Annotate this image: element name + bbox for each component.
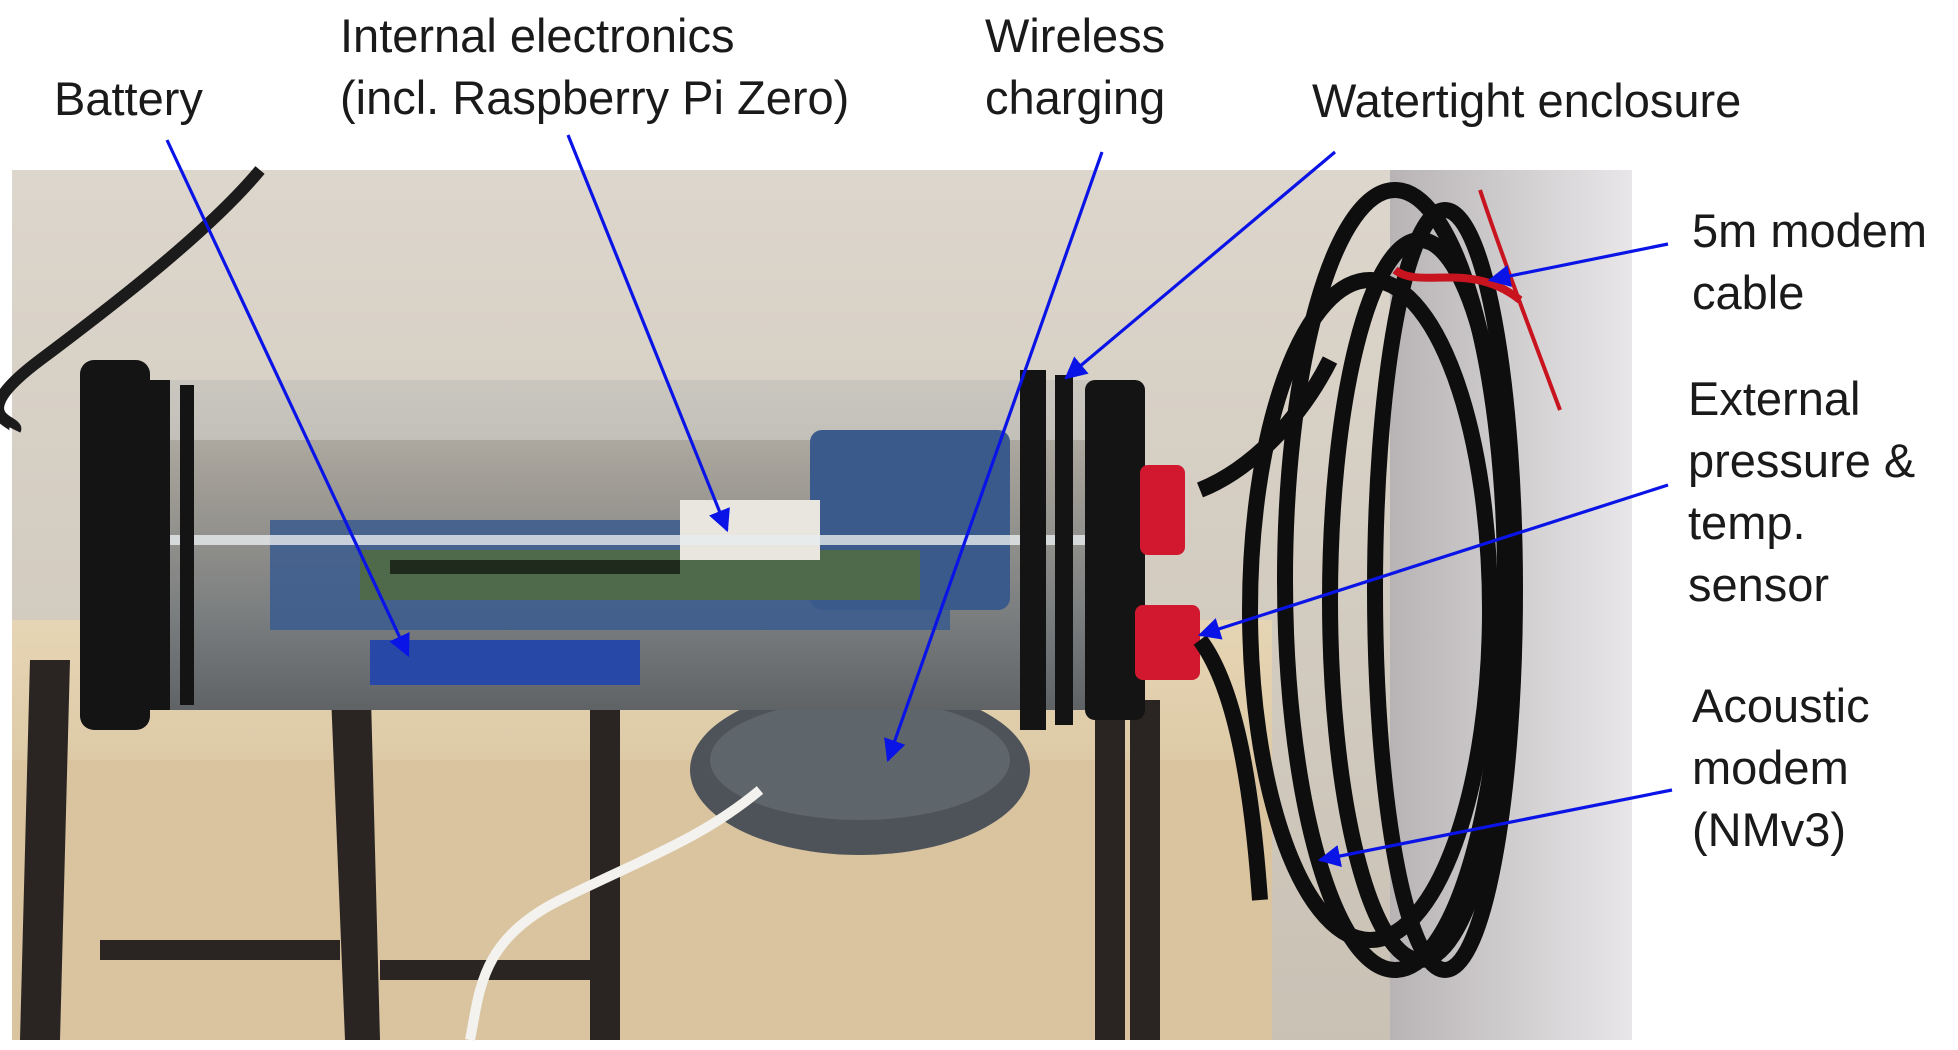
photo-region: [0, 166, 1632, 1041]
internal-electronics-line-1: Internal electronics: [340, 9, 735, 62]
cable-arrow: [1487, 242, 1669, 287]
acoustic-modem-line-3: (NMv3): [1692, 803, 1847, 856]
external-sensor-line-2: pressure &: [1688, 434, 1916, 487]
watertight-enclosure-line: Watertight enclosure: [1312, 74, 1742, 127]
modem-cable-line-2: cable: [1692, 266, 1805, 319]
wireless-charging-line-1: Wireless: [985, 9, 1166, 62]
internal-electronics-line-2: (incl. Raspberry Pi Zero): [340, 71, 850, 124]
modem-cable-line-1: 5m modem: [1692, 204, 1928, 257]
modem-arrow: [1317, 788, 1673, 868]
annotation-arrows: [165, 134, 1673, 868]
external-sensor-line-1: External: [1688, 372, 1861, 425]
wireless-charging-line-2: charging: [985, 71, 1166, 124]
wireless-arrow: [884, 151, 1104, 763]
watertight-enclosure-label: Watertight enclosure: [1312, 70, 1741, 132]
modem-cable-label: 5m modem cable: [1692, 200, 1927, 324]
acoustic-modem-line-1: Acoustic: [1692, 679, 1870, 732]
battery-label-line: Battery: [54, 72, 203, 125]
wireless-charging-label: Wireless charging: [985, 5, 1165, 129]
acoustic-modem-line-2: modem: [1692, 741, 1849, 794]
sensor-arrow: [1197, 483, 1669, 640]
enclosure-arrow: [1064, 150, 1337, 380]
external-sensor-label: External pressure & temp. sensor: [1688, 368, 1915, 616]
electronics-arrow: [566, 134, 730, 533]
external-sensor-line-4: sensor: [1688, 558, 1830, 611]
battery-label: Battery: [54, 68, 203, 130]
internal-electronics-label: Internal electronics (incl. Raspberry Pi…: [340, 5, 849, 129]
battery-arrow: [165, 139, 410, 658]
acoustic-modem-label: Acoustic modem (NMv3): [1692, 675, 1870, 861]
external-sensor-line-3: temp.: [1688, 496, 1806, 549]
